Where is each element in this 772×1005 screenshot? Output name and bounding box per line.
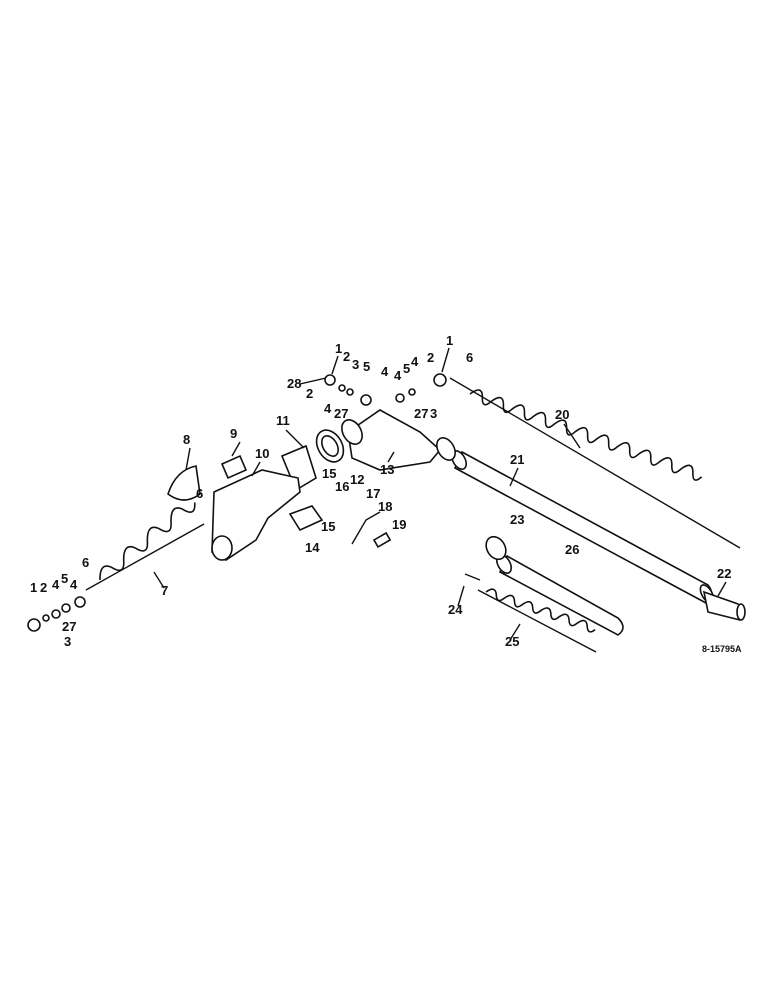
- callout-5: 5: [403, 361, 410, 376]
- callout-27: 27: [334, 406, 348, 421]
- callout-labels: 1 1 1 2 2 2 2 3 3 3 4 4 4 4 4 4 5 5 5 6 …: [30, 333, 731, 649]
- callout-5: 5: [61, 571, 68, 586]
- callout-4: 4: [52, 577, 60, 592]
- callout-13: 13: [380, 462, 394, 477]
- lower-bearing-set: [27, 596, 86, 632]
- callout-14: 14: [305, 540, 320, 555]
- callout-15: 15: [321, 519, 335, 534]
- callout-8: 8: [183, 432, 190, 447]
- callout-24: 24: [448, 602, 463, 617]
- callout-4: 4: [70, 577, 78, 592]
- callout-22: 22: [717, 566, 731, 581]
- callout-3: 3: [430, 406, 437, 421]
- callout-26: 26: [565, 542, 579, 557]
- clamp-ring: [485, 535, 507, 561]
- callout-6: 6: [82, 555, 89, 570]
- callout-27: 27: [414, 406, 428, 421]
- callout-11: 11: [276, 413, 290, 428]
- callout-17: 17: [366, 486, 380, 501]
- drawing-number: 8-15795A: [702, 644, 742, 654]
- handle: [372, 531, 392, 549]
- callout-19: 19: [392, 517, 406, 532]
- callout-4: 4: [394, 368, 402, 383]
- cover-plate: [167, 465, 201, 501]
- callout-12: 12: [350, 472, 364, 487]
- callout-10: 10: [255, 446, 269, 461]
- callout-27: 27: [62, 619, 76, 634]
- callout-2: 2: [40, 580, 47, 595]
- callout-2: 2: [306, 386, 313, 401]
- callout-2: 2: [427, 350, 434, 365]
- callout-7: 7: [161, 583, 168, 598]
- upper-bearing-set: [324, 373, 447, 406]
- transition-housing: [341, 409, 456, 471]
- callout-5: 5: [363, 359, 370, 374]
- elbow-housing: [211, 469, 301, 561]
- callout-23: 23: [510, 512, 524, 527]
- upper-auger-flighting: [449, 377, 741, 549]
- callout-4: 4: [324, 401, 332, 416]
- callout-4: 4: [411, 354, 419, 369]
- callout-9: 9: [230, 426, 237, 441]
- callout-15: 15: [322, 466, 336, 481]
- callout-6: 6: [196, 486, 203, 501]
- callout-2: 2: [343, 349, 350, 364]
- callout-1: 1: [30, 580, 37, 595]
- callout-18: 18: [378, 499, 392, 514]
- callout-21: 21: [510, 452, 524, 467]
- callout-20: 20: [555, 407, 569, 422]
- callout-28: 28: [287, 376, 301, 391]
- pin: [464, 573, 481, 581]
- inlet-auger-flighting: [85, 502, 205, 591]
- callout-3: 3: [352, 357, 359, 372]
- leader-lines: [153, 347, 727, 641]
- spout-fitting: [702, 590, 746, 621]
- callout-1: 1: [335, 341, 342, 356]
- lower-auger-flighting: [477, 588, 597, 653]
- callout-6: 6: [466, 350, 473, 365]
- callout-25: 25: [505, 634, 519, 649]
- lever-rod: [351, 511, 381, 545]
- callout-16: 16: [335, 479, 349, 494]
- callout-3: 3: [64, 634, 71, 649]
- bracket: [288, 505, 324, 532]
- sleeve: [220, 454, 248, 480]
- short-tube: [495, 554, 624, 636]
- callout-1: 1: [446, 333, 453, 348]
- callout-4: 4: [381, 364, 389, 379]
